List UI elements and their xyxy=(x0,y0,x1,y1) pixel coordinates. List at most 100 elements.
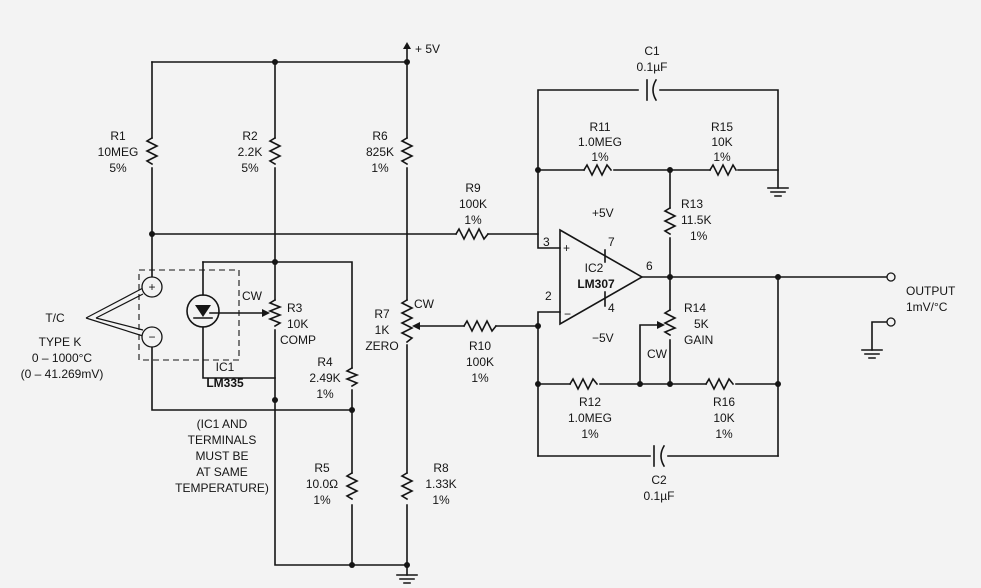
isothermal-note-line1: (IC1 AND xyxy=(197,417,248,431)
ic2-pin4: 4 xyxy=(608,301,615,315)
output-scale: 1mV/°C xyxy=(906,300,948,314)
ic2-ref: IC2 xyxy=(585,261,604,275)
r14-resistor xyxy=(663,308,677,337)
r2-tolerance: 5% xyxy=(241,161,259,175)
r3-wiper-arrow xyxy=(262,309,270,317)
r1-value: 10MEG xyxy=(98,145,139,159)
r3-value: 10K xyxy=(287,317,308,331)
r14-wiper-arrow xyxy=(657,321,665,329)
ic2-vneg: −5V xyxy=(592,331,614,345)
r6-value: 825K xyxy=(366,145,394,159)
tc-label: T/C xyxy=(45,311,65,325)
r10-value: 100K xyxy=(466,355,494,369)
r14-cw: CW xyxy=(647,347,668,361)
r9-value: 100K xyxy=(459,197,487,211)
r12-value: 1.0MEG xyxy=(568,411,612,425)
r8-tolerance: 1% xyxy=(432,493,450,507)
r3-resistor xyxy=(267,298,283,328)
r2-resistor xyxy=(268,136,282,166)
r16-ref: R16 xyxy=(713,395,735,409)
r12-ref: R12 xyxy=(579,395,601,409)
output-label: OUTPUT xyxy=(906,284,956,298)
r16-value: 10K xyxy=(713,411,734,425)
tc-range: 0 – 1000°C xyxy=(32,351,93,365)
r11-resistor xyxy=(582,163,613,177)
r13-resistor xyxy=(663,206,677,236)
r15-ref: R15 xyxy=(711,120,733,134)
r14-ref: R14 xyxy=(684,301,706,315)
r4-value: 2.49K xyxy=(309,371,340,385)
r6-resistor xyxy=(400,136,414,166)
r3-cw: CW xyxy=(242,289,263,303)
r5-ref: R5 xyxy=(314,461,330,475)
c1-ref: C1 xyxy=(644,44,660,58)
r4-resistor xyxy=(344,366,360,388)
c2-value: 0.1µF xyxy=(644,489,675,503)
ic1-ref: IC1 xyxy=(216,360,235,374)
r3-ref: R3 xyxy=(287,301,303,315)
r5-tolerance: 1% xyxy=(313,493,331,507)
r15-tolerance: 1% xyxy=(713,150,731,164)
r3-name: COMP xyxy=(280,333,316,347)
c2-ref: C2 xyxy=(651,473,667,487)
isothermal-note-line3: MUST BE xyxy=(195,449,248,463)
r10-tolerance: 1% xyxy=(471,371,489,385)
supply-arrow-icon xyxy=(403,42,411,49)
r7-cw: CW xyxy=(414,297,435,311)
ic2-minus-input: − xyxy=(564,307,571,321)
ground-symbol-output xyxy=(861,349,883,359)
c1-capacitor xyxy=(646,78,658,102)
r10-resistor xyxy=(462,319,498,333)
r6-ref: R6 xyxy=(372,129,388,143)
r12-resistor xyxy=(568,377,599,391)
junction-dots xyxy=(149,59,781,568)
tc-minus-sign: − xyxy=(148,330,155,344)
r15-resistor xyxy=(708,163,738,177)
r11-ref: R11 xyxy=(589,120,610,134)
r1-resistor xyxy=(145,136,159,166)
r8-value: 1.33K xyxy=(425,477,456,491)
ic2-plus-input: + xyxy=(563,241,570,255)
ground-symbol-bottom xyxy=(396,574,418,584)
r7-value: 1K xyxy=(375,323,390,337)
r12-tolerance: 1% xyxy=(581,427,599,441)
r6-tolerance: 1% xyxy=(371,161,389,175)
r4-ref: R4 xyxy=(317,355,333,369)
r1-ref: R1 xyxy=(110,129,126,143)
tc-millivolts: (0 – 41.269mV) xyxy=(21,367,104,381)
r16-tolerance: 1% xyxy=(715,427,733,441)
r11-value: 1.0MEG xyxy=(578,135,622,149)
r5-value: 10.0Ω xyxy=(306,477,338,491)
output-terminal xyxy=(886,272,896,282)
r8-resistor xyxy=(400,471,414,501)
ic2-pin7: 7 xyxy=(608,235,615,249)
r5-resistor xyxy=(345,471,359,501)
ic2-op-amp xyxy=(559,228,644,326)
r7-wiper-arrow xyxy=(412,322,420,330)
isothermal-note-line5: TEMPERATURE) xyxy=(175,481,269,495)
r9-resistor xyxy=(454,227,490,241)
isothermal-note-line4: AT SAME xyxy=(196,465,248,479)
ic1-lm335-symbol xyxy=(186,294,220,328)
c2-capacitor xyxy=(653,444,666,468)
r7-name: ZERO xyxy=(365,339,398,353)
output-ground-terminal xyxy=(886,317,896,327)
isothermal-block-outline xyxy=(138,269,240,361)
r1-tolerance: 5% xyxy=(109,161,127,175)
ic1-part: LM335 xyxy=(206,376,244,390)
r11-tolerance: 1% xyxy=(591,150,609,164)
ic2-pin6: 6 xyxy=(646,259,653,273)
r8-ref: R8 xyxy=(433,461,449,475)
r13-tolerance: 1% xyxy=(690,229,708,243)
ic2-part: LM307 xyxy=(577,277,615,291)
isothermal-note-line2: TERMINALS xyxy=(188,433,257,447)
ic2-pin2: 2 xyxy=(545,289,552,303)
r7-ref: R7 xyxy=(374,307,390,321)
tc-minus-terminal xyxy=(141,326,163,348)
tc-plus-sign: + xyxy=(148,280,155,294)
r14-value: 5K xyxy=(694,317,709,331)
r7-resistor xyxy=(400,298,414,344)
r15-value: 10K xyxy=(711,135,732,149)
r9-ref: R9 xyxy=(465,181,481,195)
